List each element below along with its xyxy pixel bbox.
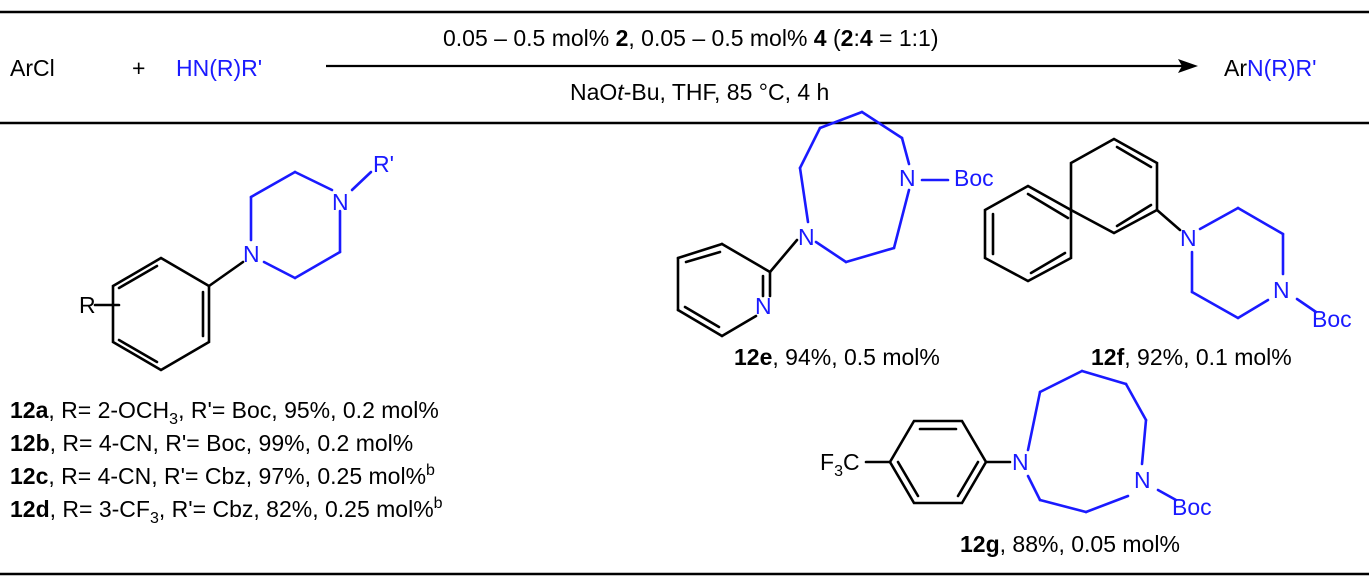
compound-12d: 12d, R= 3-CF3, R'= Cbz, 82%, 0.25 mol%b: [10, 495, 443, 527]
label-n1-12e: N: [798, 224, 815, 250]
label-r-prime: R': [373, 151, 394, 177]
label-n-pyridine: N: [755, 293, 772, 319]
structure-12f: N N Boc: [983, 137, 1352, 332]
compound-12c: 12c, R= 4-CN, R'= Cbz, 97%, 0.25 mol%b: [10, 462, 435, 489]
product-label: ArN(R)R': [1224, 55, 1317, 81]
label-n1-12g: N: [1012, 449, 1029, 475]
label-n4-12e: N: [899, 165, 916, 191]
compound-12a: 12a, R= 2-OCH3, R'= Boc, 95%, 0.2 mol%: [10, 397, 439, 428]
compound-12b: 12b, R= 4-CN, R'= Boc, 99%, 0.2 mol%: [10, 430, 413, 456]
reactant-amine: HN(R)R': [176, 55, 262, 81]
label-boc-12f: Boc: [1312, 306, 1352, 332]
plus-sign: +: [132, 55, 145, 81]
reactant-arcl: ArCl: [10, 55, 55, 81]
compound-12f: 12f, 92%, 0.1 mol%: [1091, 344, 1292, 370]
compound-12e: 12e, 94%, 0.5 mol%: [734, 344, 940, 370]
structure-12e: N N N Boc: [676, 110, 994, 338]
label-f3c: F3C: [820, 449, 860, 480]
label-boc-12e: Boc: [954, 165, 994, 191]
label-r: R: [79, 292, 96, 318]
label-n4: N: [332, 189, 349, 215]
condition-catalyst-loading: 0.05 – 0.5 mol% 2, 0.05 – 0.5 mol% 4 (2:…: [443, 25, 939, 51]
condition-base-solvent: NaOt-Bu, THF, 85 °C, 4 h: [570, 79, 829, 105]
label-n1-12f: N: [1180, 225, 1197, 251]
label-n4-12g: N: [1134, 467, 1151, 493]
label-boc-12g: Boc: [1172, 494, 1212, 520]
structure-12g: F3C N N Boc: [820, 369, 1212, 520]
structure-aryl-piperazine: R N N R': [79, 151, 394, 372]
reaction-arrow-head: [1178, 59, 1198, 73]
label-n4-12f: N: [1273, 277, 1290, 303]
label-n1: N: [243, 241, 260, 267]
compound-12g: 12g, 88%, 0.05 mol%: [960, 531, 1180, 557]
